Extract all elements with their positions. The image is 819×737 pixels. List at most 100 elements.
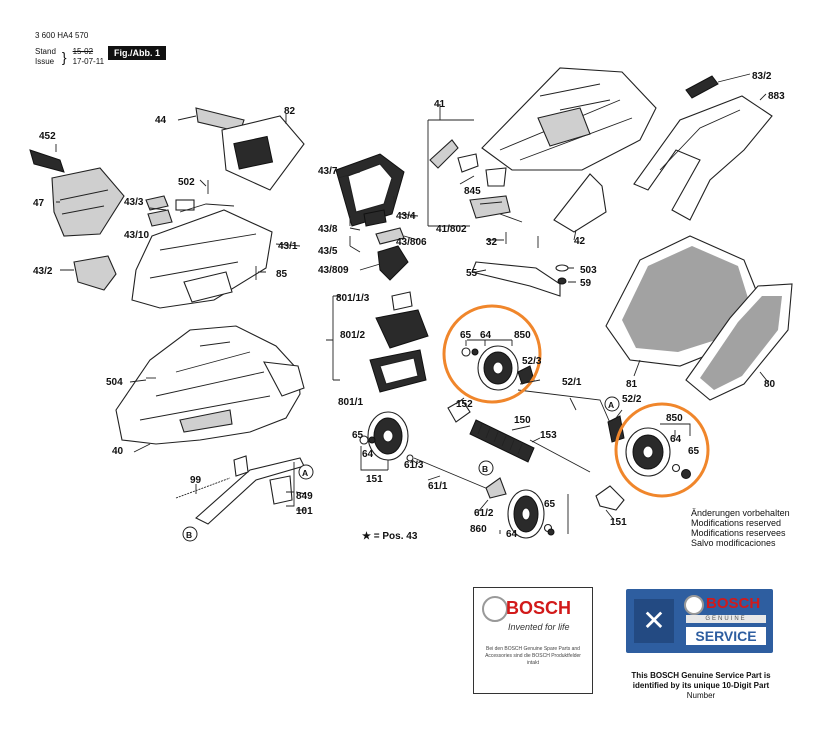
svg-text:43/1: 43/1 xyxy=(278,241,298,252)
caption-last: Number xyxy=(686,691,716,700)
marker-b-1: B xyxy=(182,526,198,542)
part-850-wheel-upper xyxy=(461,345,535,391)
svg-text:47: 47 xyxy=(33,198,45,209)
svg-text:32: 32 xyxy=(486,237,498,248)
svg-text:61/1: 61/1 xyxy=(428,481,448,492)
bosch-logo-card: BOSCH Invented for life Bei den BOSCH Ge… xyxy=(473,587,593,694)
svg-text:43/806: 43/806 xyxy=(396,237,427,248)
svg-text:80: 80 xyxy=(764,379,776,390)
star-legend: ★ = Pos. 43 xyxy=(362,531,418,542)
part-101-knob xyxy=(269,475,293,505)
svg-text:43/2: 43/2 xyxy=(33,266,53,277)
svg-text:845: 845 xyxy=(464,186,481,197)
disclaimer-en: Modifications reserved xyxy=(691,518,782,528)
svg-text:43/5: 43/5 xyxy=(318,246,338,257)
bosch-armature-icon xyxy=(684,595,704,615)
figure-label: Fig./Abb. 1 xyxy=(108,46,166,60)
marker-a-1: A xyxy=(298,464,314,480)
part-43-4 xyxy=(363,196,395,227)
svg-text:52/2: 52/2 xyxy=(622,394,642,405)
svg-text:801/1: 801/1 xyxy=(338,397,363,408)
svg-text:B: B xyxy=(186,530,192,540)
svg-text:64: 64 xyxy=(480,330,492,341)
part-80-grassbox-side xyxy=(685,283,793,401)
part-860-wheel-left xyxy=(359,411,409,461)
svg-text:65: 65 xyxy=(460,330,472,341)
part-801-1 xyxy=(369,349,427,393)
part-42-deflector xyxy=(553,173,607,233)
svg-text:502: 502 xyxy=(178,177,195,188)
svg-text:43/8: 43/8 xyxy=(318,224,338,235)
part-47 xyxy=(51,167,125,237)
svg-text:860: 860 xyxy=(470,524,487,535)
part-upper-handle xyxy=(131,203,273,309)
wrench-screwdriver-icon: ✕ xyxy=(634,599,674,643)
svg-text:44: 44 xyxy=(155,115,167,126)
svg-text:43/7: 43/7 xyxy=(318,166,338,177)
highlight-circle-upper xyxy=(442,304,542,404)
part-83-2 xyxy=(685,75,719,99)
stand-date: 15-02 xyxy=(72,47,94,56)
svg-text:59: 59 xyxy=(580,278,592,289)
svg-text:52/3: 52/3 xyxy=(522,356,542,367)
svg-text:101: 101 xyxy=(296,506,313,517)
svg-text:801/2: 801/2 xyxy=(340,330,365,341)
svg-text:65: 65 xyxy=(688,446,700,457)
issue-label: Issue xyxy=(35,57,55,66)
svg-text:A: A xyxy=(608,400,614,410)
part-41-frame xyxy=(481,67,657,171)
svg-text:504: 504 xyxy=(106,377,123,388)
disclaimer-fr: Modifications reservees xyxy=(691,528,786,538)
part-61-2-bracket xyxy=(485,477,507,499)
svg-text:43/3: 43/3 xyxy=(124,197,144,208)
part-43-2 xyxy=(73,255,117,291)
marker-b-2: B xyxy=(478,460,494,476)
svg-text:41: 41 xyxy=(434,99,446,110)
svg-text:40: 40 xyxy=(112,446,124,457)
part-151 xyxy=(595,485,625,511)
service-brand: BOSCH xyxy=(706,595,761,612)
svg-text:150: 150 xyxy=(514,415,531,426)
svg-text:153: 153 xyxy=(540,430,557,441)
part-32-screws xyxy=(505,232,539,248)
svg-text:64: 64 xyxy=(506,529,518,540)
highlight-circle-right xyxy=(614,402,710,498)
bosch-fineprint: Bei den BOSCH Genuine Spare Parts and Ac… xyxy=(485,646,581,666)
part-845 xyxy=(429,139,507,187)
svg-text:850: 850 xyxy=(666,413,683,424)
issue-date: 17-07-11 xyxy=(72,57,105,66)
svg-text:81: 81 xyxy=(626,379,638,390)
part-452 xyxy=(29,149,65,173)
svg-text:41/802: 41/802 xyxy=(436,224,467,235)
part-43-806 xyxy=(375,227,405,245)
svg-text:64: 64 xyxy=(362,449,374,460)
svg-text:64: 64 xyxy=(670,434,682,445)
part-850-wheel-right xyxy=(625,427,691,479)
part-43-7 xyxy=(335,153,405,227)
svg-text:65: 65 xyxy=(544,499,556,510)
part-52-1-rod xyxy=(517,389,615,433)
part-43-809 xyxy=(377,245,409,281)
svg-text:152: 152 xyxy=(456,399,473,410)
part-503 xyxy=(555,264,569,272)
part-883-cover xyxy=(633,95,773,221)
svg-text:82: 82 xyxy=(284,106,296,117)
svg-text:43/10: 43/10 xyxy=(124,230,149,241)
svg-text:85: 85 xyxy=(276,269,288,280)
service-genuine: GENUINE xyxy=(686,615,766,623)
svg-text:55: 55 xyxy=(466,268,478,279)
part-860-wheel-bottom xyxy=(507,489,555,539)
svg-text:65: 65 xyxy=(352,430,364,441)
part-153-rod xyxy=(529,439,591,473)
svg-text:A: A xyxy=(302,468,308,478)
svg-text:883: 883 xyxy=(768,91,785,102)
svg-text:61/2: 61/2 xyxy=(474,508,494,519)
disclaimer-de: Änderungen vorbehalten xyxy=(691,508,790,518)
svg-text:452: 452 xyxy=(39,131,56,142)
bosch-brand: BOSCH xyxy=(506,598,572,618)
svg-text:99: 99 xyxy=(190,475,202,486)
svg-text:151: 151 xyxy=(366,474,383,485)
svg-text:52/1: 52/1 xyxy=(562,377,582,388)
svg-text:61/3: 61/3 xyxy=(404,460,424,471)
